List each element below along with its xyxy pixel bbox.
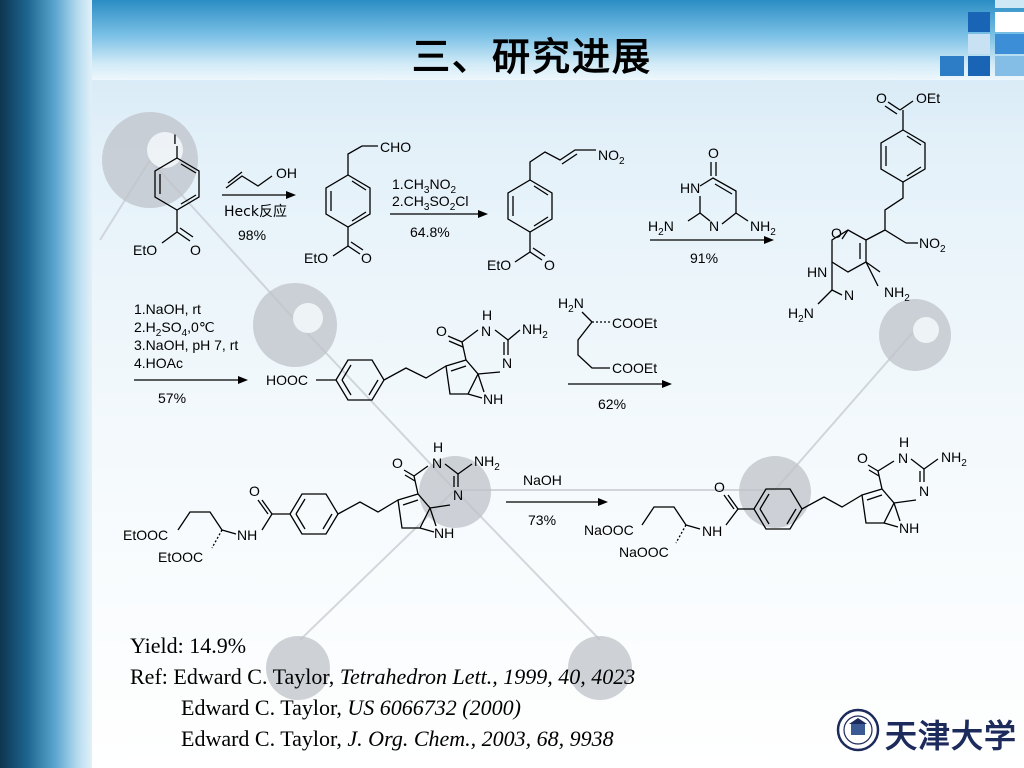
nh2-label: NH2 xyxy=(474,453,500,473)
step4-yield: 57% xyxy=(158,390,186,406)
step5-yield: 62% xyxy=(598,396,626,412)
ester-o-label: O xyxy=(361,250,372,266)
slide-title: 三、研究进展 xyxy=(411,35,652,79)
reference-1: Ref: Edward C. Taylor, Tetrahedron Lett.… xyxy=(130,664,636,689)
ester-o-label: O xyxy=(190,242,201,258)
ring-n-label: N xyxy=(919,483,929,499)
ring-n-label: N xyxy=(481,323,491,339)
step6-yield: 73% xyxy=(528,512,556,528)
compound-pyrrolopyrimidine-acid: HOOC O N H NH2 N NH xyxy=(266,307,548,407)
top-gradient-band xyxy=(92,0,1024,80)
compound-ethyl-4-iodobenzoate: I EtO O xyxy=(133,131,201,258)
ester-eto-label: EtO xyxy=(487,257,511,273)
references-block: Yield: 14.9% Ref: Edward C. Taylor, Tetr… xyxy=(130,630,810,754)
iodo-label: I xyxy=(173,131,177,147)
nh2-label: NH2 xyxy=(941,449,967,469)
h2n-label: H2N xyxy=(558,295,584,315)
step4-reagent-3: 3.NaOH, pH 7, rt xyxy=(134,337,238,353)
ester-o-label: O xyxy=(876,90,887,106)
carbonyl-o-label: O xyxy=(708,145,719,161)
nh-label: NH xyxy=(899,520,919,536)
ring-h-label: H xyxy=(482,307,492,323)
naooc-label: NaOOC xyxy=(584,522,634,538)
compound-pemetrexed-diethyl-ester: EtOOC EtOOC NH O O N H xyxy=(123,439,500,565)
h2n-label: H2N xyxy=(648,218,674,238)
naoh-label: NaOH xyxy=(523,472,562,488)
heck-reaction-label: Heck反应 xyxy=(224,203,287,220)
nh2-label: NH2 xyxy=(884,284,910,304)
cooet-label: COOEt xyxy=(612,315,657,331)
amide-o-label: O xyxy=(714,479,725,495)
amide-o-label: O xyxy=(249,483,260,499)
etooc-label: EtOOC xyxy=(158,549,203,565)
ester-oet-label: OEt xyxy=(916,90,940,106)
nitro-label: NO2 xyxy=(919,235,946,255)
arrow-step-3: 91% xyxy=(650,236,774,266)
nh-label: NH xyxy=(237,527,257,543)
nh2-label: NH2 xyxy=(750,218,776,238)
arrow-step-2: 1.CH3NO2 2.CH3SO2Cl 64.8% xyxy=(390,176,488,240)
step4-reagent-4: 4.HOAc xyxy=(134,355,183,371)
compound-aldehyde: CHO EtO O xyxy=(304,139,411,266)
reference-2: Edward C. Taylor, US 6066732 (2000) xyxy=(181,695,521,720)
naooc-label: NaOOC xyxy=(619,544,669,560)
step2-reagent-a: 1.CH3NO2 xyxy=(392,176,456,196)
hooc-label: HOOC xyxy=(266,372,308,388)
step4-reagent-2: 2.H2SO4,0℃ xyxy=(134,319,215,339)
arrow-step-4: 1.NaOH, rt 2.H2SO4,0℃ 3.NaOH, pH 7, rt 4… xyxy=(134,301,248,406)
compound-nitroalkene: NO2 EtO O xyxy=(487,147,625,273)
ring-n-label: N xyxy=(844,287,854,303)
ring-h-label: H xyxy=(899,434,909,450)
compound-michael-adduct: O OEt NO2 O NH2 HN N xyxy=(788,90,946,325)
hn-label: HN xyxy=(680,180,700,196)
ring-h-label: H xyxy=(433,439,443,455)
reagent-diethyl-glutamate: H2N COOEt COOEt xyxy=(558,295,657,376)
ring-n-label: N xyxy=(432,455,442,471)
ring-n-label: N xyxy=(898,450,908,466)
h2n-label: H2N xyxy=(788,305,814,325)
carbonyl-o-label: O xyxy=(857,450,868,466)
nh2-label: NH2 xyxy=(522,321,548,341)
synthesis-scheme: I EtO O OH Heck反应 98% CHO xyxy=(123,90,967,565)
nh-label: NH xyxy=(702,523,722,539)
overall-yield: Yield: 14.9% xyxy=(130,633,247,658)
arrow-step-5: 62% xyxy=(568,380,672,412)
university-name: 天津大学 xyxy=(885,717,1018,755)
etooc-label: EtOOC xyxy=(123,527,168,543)
step3-yield: 91% xyxy=(690,250,718,266)
step4-reagent-1: 1.NaOH, rt xyxy=(134,301,201,317)
ring-n-label: N xyxy=(502,355,512,371)
ester-o-label: O xyxy=(544,257,555,273)
university-seal-icon xyxy=(836,708,880,752)
step2-yield: 64.8% xyxy=(410,224,450,240)
nh-label: NH xyxy=(434,525,454,541)
nitro-label: NO2 xyxy=(598,147,625,167)
cho-label: CHO xyxy=(380,139,411,155)
reference-3: Edward C. Taylor, J. Org. Chem., 2003, 6… xyxy=(181,726,614,751)
left-gradient-bar xyxy=(0,0,92,768)
compound-pemetrexed-disodium: NaOOC NaOOC NH O O N H xyxy=(584,434,967,560)
step1-yield: 98% xyxy=(238,227,266,243)
step2-reagent-b: 2.CH3SO2Cl xyxy=(392,193,469,213)
arrow-step-6: NaOH 73% xyxy=(506,472,608,528)
ester-eto-label: EtO xyxy=(304,250,328,266)
arrow-step-1: OH Heck反应 98% xyxy=(222,165,297,243)
ester-eto-label: EtO xyxy=(133,242,157,258)
ring-n-label: N xyxy=(709,218,719,234)
cooet-label: COOEt xyxy=(612,360,657,376)
ring-n-label: N xyxy=(453,487,463,503)
carbonyl-o-label: O xyxy=(392,455,403,471)
carbonyl-o-label: O xyxy=(436,323,447,339)
carbonyl-o-label: O xyxy=(831,225,842,241)
hn-label: HN xyxy=(807,264,827,280)
nh-label: NH xyxy=(483,391,503,407)
reagent-diaminopyrimidinone: O HN H2N N NH2 xyxy=(648,145,776,238)
allyl-alcohol-oh: OH xyxy=(276,165,297,181)
